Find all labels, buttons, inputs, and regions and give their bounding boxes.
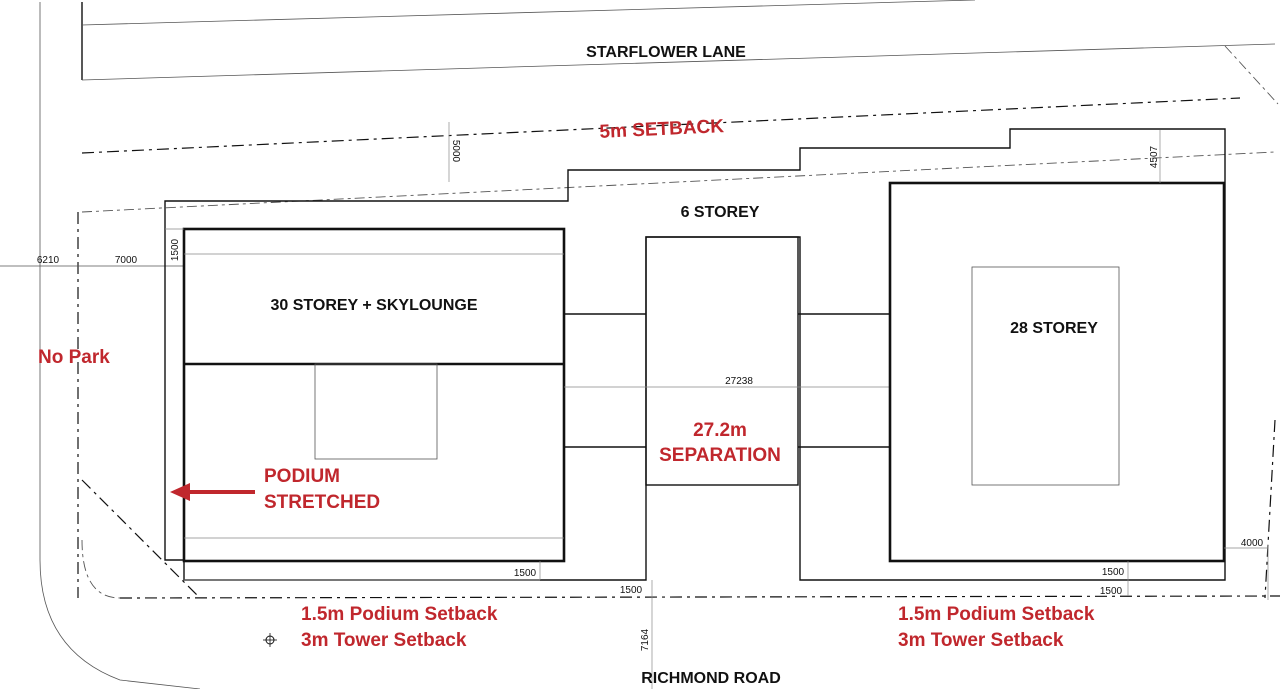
dim-7000: 7000: [115, 255, 138, 266]
podium-outline: [164, 128, 1226, 581]
podium-stretched-arrow: [170, 483, 255, 501]
dim-6210: 6210: [37, 255, 60, 266]
right-tower-setback: 3m Tower Setback: [898, 630, 1064, 651]
separation-line2: SEPARATION: [659, 445, 781, 466]
separation-line1: 27.2m: [693, 420, 747, 441]
dim-4507: 4507: [1149, 145, 1160, 168]
north-setback-label: 5m SETBACK: [599, 116, 725, 143]
podium-stretched-line1: PODIUM: [264, 466, 340, 487]
dim-1500-right-lower: 1500: [1100, 586, 1123, 597]
dim-4000: 4000: [1241, 538, 1264, 549]
east-tower-label: 28 STOREY: [1010, 320, 1098, 337]
dim-1500-right-upper: 1500: [1102, 567, 1125, 578]
middle-block-label: 6 STOREY: [681, 204, 760, 221]
west-tower: [182, 227, 566, 563]
right-podium-setback: 1.5m Podium Setback: [898, 604, 1095, 625]
survey-marker-icon: [263, 633, 277, 647]
street-name-north: STARFLOWER LANE: [586, 44, 746, 61]
street-name-south: RICHMOND ROAD: [641, 670, 781, 687]
middle-block: [564, 236, 890, 486]
left-podium-setback: 1.5m Podium Setback: [301, 604, 498, 625]
dim-27238: 27238: [725, 376, 753, 387]
west-tower-label: 30 STOREY + SKYLOUNGE: [270, 297, 477, 314]
podium-stretched-line2: STRETCHED: [264, 492, 380, 513]
dimension-lines: [165, 122, 1269, 689]
dim-1500-middle-bottom: 1500: [620, 585, 643, 596]
dim-7164: 7164: [640, 628, 651, 651]
dim-1500-left-bottom: 1500: [514, 568, 537, 579]
dim-1500-vertical: 1500: [170, 238, 181, 261]
left-tower-setback: 3m Tower Setback: [301, 630, 467, 651]
east-tower: [888, 181, 1226, 563]
no-park-label: No Park: [38, 347, 110, 368]
starflower-lane-edges: [81, 0, 1279, 213]
dim-5000: 5000: [450, 140, 461, 163]
